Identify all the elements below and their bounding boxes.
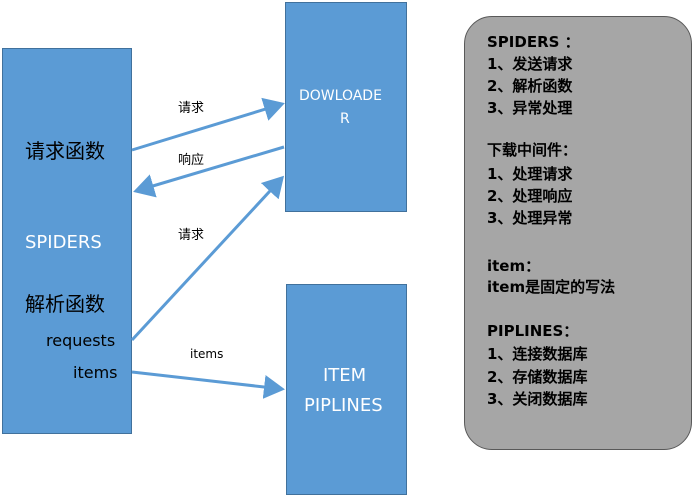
notes-spiders-item-3: 3、异常处理 [487,99,573,117]
response-arrow-label: 响应 [178,153,205,168]
items-label: items [73,363,118,382]
notes-item-title: item： [487,257,541,275]
items-arrow [131,370,285,399]
spiders-box: 请求函数 SPIDERS 解析函数 requests items [2,48,132,434]
items-arrow-label: items [190,347,224,361]
notes-middleware-item-2: 2、处理响应 [487,187,573,205]
downloader-box: DOWLOADE R [285,2,407,212]
notes-piplines-item-2: 2、存储数据库 [487,368,588,386]
item-piplines-label-line2: PIPLINES [304,395,383,416]
notes-middleware-item-1: 1、处理请求 [487,165,573,183]
item-piplines-box: ITEM PIPLINES [286,284,407,495]
request-arrow-top [131,97,285,152]
spiders-title: SPIDERS [25,232,102,253]
notes-spiders-title: SPIDERS ： [487,33,580,51]
request-function-label: 请求函数 [25,139,105,163]
downloader-label-line1: DOWLOADE [299,88,382,104]
item-piplines-label-line1: ITEM [323,365,367,386]
response-arrow [133,145,285,198]
notes-piplines-title: PIPLINES： [487,322,579,340]
requests-label: requests [46,331,116,350]
downloader-label-line2: R [340,111,350,127]
notes-spiders-item-2: 2、解析函数 [487,77,573,95]
request-arrow-bottom [130,175,285,342]
parse-function-label: 解析函数 [25,292,105,316]
request-arrow-bottom-label: 请求 [178,228,205,243]
notes-item-desc: item是固定的写法 [487,278,616,296]
request-arrow-top-label: 请求 [178,101,205,116]
notes-middleware-item-3: 3、处理异常 [487,209,573,227]
notes-piplines-item-3: 3、关闭数据库 [487,390,588,408]
notes-spiders-item-1: 1、发送请求 [487,55,573,73]
notes-middleware-title: 下载中间件： [487,141,578,159]
notes-panel: SPIDERS ： 1、发送请求 2、解析函数 3、异常处理 下载中间件： 1、… [464,16,692,450]
notes-piplines-item-1: 1、连接数据库 [487,345,588,363]
